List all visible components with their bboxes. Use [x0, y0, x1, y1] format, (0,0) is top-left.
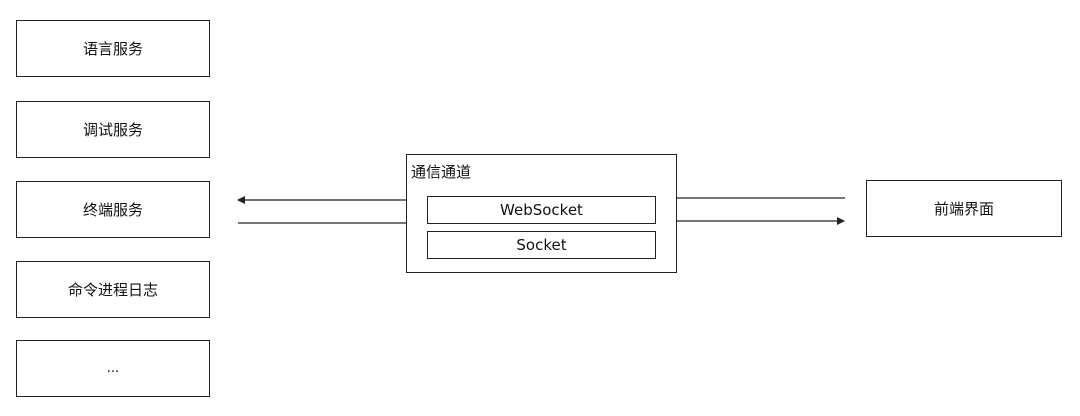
- communication-channel-box: 通信通道 WebSocket Socket: [406, 154, 677, 273]
- channel-title: 通信通道: [411, 163, 472, 181]
- protocol-box-websocket: WebSocket: [427, 196, 656, 224]
- protocol-label: WebSocket: [500, 201, 583, 219]
- protocol-box-socket: Socket: [427, 231, 656, 259]
- service-label: 命令进程日志: [67, 281, 158, 299]
- service-box-terminal: 终端服务: [16, 181, 210, 238]
- service-box-language: 语言服务: [16, 20, 210, 77]
- protocol-label: Socket: [516, 236, 567, 254]
- service-label: 语言服务: [82, 40, 143, 58]
- service-box-more: ...: [16, 340, 210, 397]
- service-box-process-log: 命令进程日志: [16, 261, 210, 318]
- service-box-debug: 调试服务: [16, 101, 210, 158]
- frontend-label: 前端界面: [933, 200, 994, 218]
- service-label: 终端服务: [82, 201, 143, 219]
- frontend-box: 前端界面: [866, 180, 1062, 237]
- service-label: 调试服务: [82, 121, 143, 139]
- service-label: ...: [106, 361, 120, 376]
